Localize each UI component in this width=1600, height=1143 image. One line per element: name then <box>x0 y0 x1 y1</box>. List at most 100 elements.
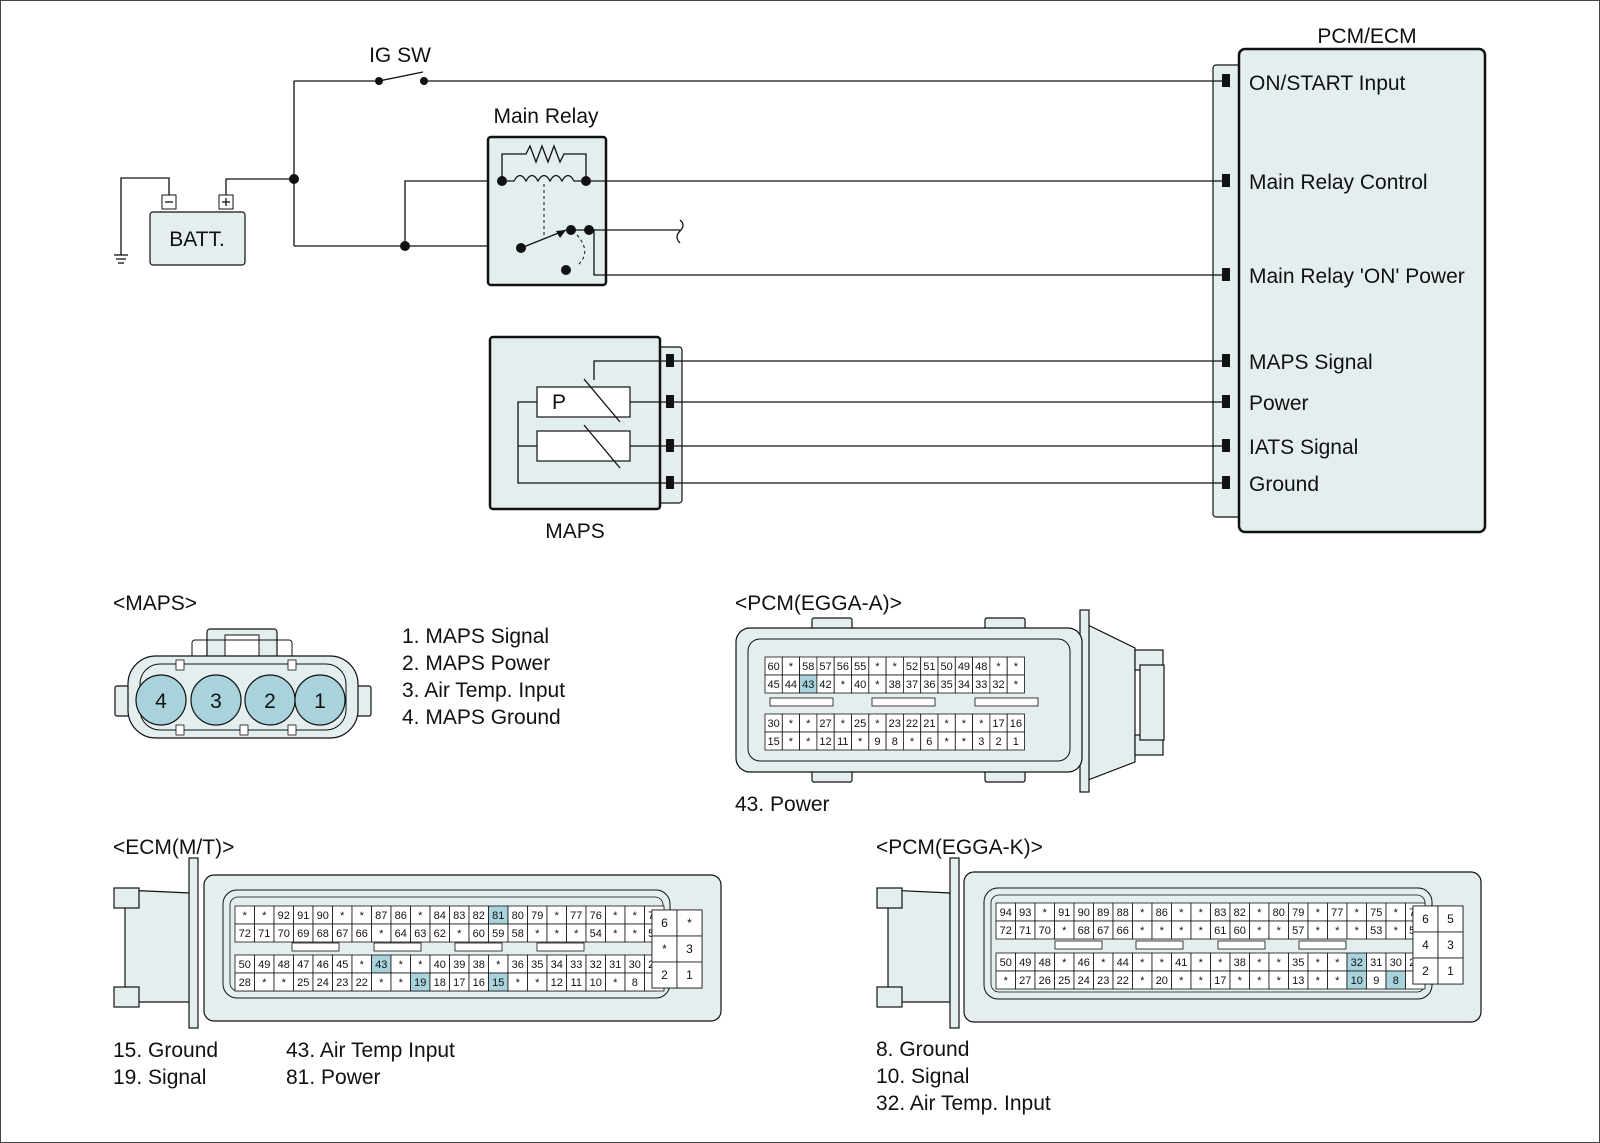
svg-text:*: * <box>613 977 618 989</box>
svg-text:49: 49 <box>258 959 270 971</box>
egga-k-pin-cell: * <box>1171 970 1192 990</box>
egga-k-side-pin: 6 <box>1412 905 1439 933</box>
egga-k-pin-cell: 25 <box>1054 970 1075 990</box>
svg-text:*: * <box>379 977 384 989</box>
egga-k-pin-cell: 86 <box>1151 902 1172 922</box>
svg-text:43: 43 <box>802 679 814 691</box>
svg-text:*: * <box>1257 957 1262 969</box>
pcm-pin-power: Power <box>1249 392 1309 415</box>
svg-text:88: 88 <box>1117 907 1129 919</box>
egga-k-pin-cell: * <box>1346 902 1367 922</box>
svg-text:93: 93 <box>1019 907 1031 919</box>
svg-text:30: 30 <box>1390 957 1402 969</box>
ecm-mt-pin-cell: 47 <box>293 954 314 974</box>
maps-pin-4: 4 <box>155 690 167 713</box>
svg-text:34: 34 <box>551 959 563 971</box>
egga-k-pin-cell: * <box>1151 920 1172 940</box>
ecm-mt-pin-cell: 92 <box>273 905 294 925</box>
svg-text:22: 22 <box>1117 975 1129 987</box>
svg-text:42: 42 <box>819 679 831 691</box>
egga-a-legend-item: 43. Power <box>735 793 830 816</box>
egga-k-pin-cell: * <box>1132 902 1153 922</box>
svg-text:3: 3 <box>686 942 693 956</box>
svg-text:*: * <box>1277 957 1282 969</box>
svg-text:34: 34 <box>958 679 970 691</box>
egga-a-pin-cell: * <box>1006 674 1025 694</box>
egga-a-pin-cell: * <box>868 713 887 733</box>
svg-text:*: * <box>360 910 365 922</box>
svg-text:*: * <box>893 661 898 673</box>
ecm-mt-pin-cell: 66 <box>351 923 372 943</box>
svg-text:50: 50 <box>941 661 953 673</box>
ecm-mt-pin-cell: 76 <box>585 905 606 925</box>
svg-text:19: 19 <box>414 977 426 989</box>
svg-text:6: 6 <box>926 736 932 748</box>
egga-k-pin-cell: 46 <box>1073 952 1094 972</box>
egga-a-pin-cell: 27 <box>816 713 835 733</box>
svg-text:27: 27 <box>819 718 831 730</box>
egga-a-pin-cell: 1 <box>1006 731 1025 751</box>
egga-k-pin-cell: 20 <box>1151 970 1172 990</box>
egga-a-pin-cell: 44 <box>781 674 800 694</box>
svg-text:25: 25 <box>297 977 309 989</box>
ecm-mt-legend-item: 15. Ground <box>113 1039 218 1062</box>
ecm-mt-pin-cell: * <box>234 905 255 925</box>
svg-text:70: 70 <box>278 928 290 940</box>
egga-k-pin-cell: 17 <box>1210 970 1231 990</box>
ecm-mt-pin-cell: * <box>371 972 392 992</box>
ecm-mt-pin-cell: 70 <box>273 923 294 943</box>
svg-text:2: 2 <box>995 736 1001 748</box>
egga-a-pin-cell: * <box>781 656 800 676</box>
egga-k-pin-cell: * <box>1171 920 1192 940</box>
ecm-mt-pin-grid: **929190**8786*848382818079*7776**737271… <box>234 905 665 992</box>
svg-text:48: 48 <box>1039 957 1051 969</box>
svg-text:*: * <box>1062 957 1067 969</box>
svg-text:*: * <box>979 718 984 730</box>
maps-pin-1: 1 <box>314 690 326 713</box>
maps-label: MAPS <box>545 520 605 543</box>
svg-text:15: 15 <box>768 736 780 748</box>
egga-k-side-pin: 4 <box>1412 931 1439 959</box>
battery: BATT. <box>149 194 246 266</box>
svg-text:21: 21 <box>923 718 935 730</box>
ecm-mt-pin-cell: 82 <box>468 905 489 925</box>
svg-text:51: 51 <box>923 661 935 673</box>
ecm-mt-pin-cell: 24 <box>312 972 333 992</box>
egga-a-pin-cell: 25 <box>851 713 870 733</box>
pressure-element-label: P <box>552 391 566 414</box>
svg-text:22: 22 <box>906 718 918 730</box>
ecm-mt-pin-cell: 81 <box>488 905 509 925</box>
ecm-mt-pin-cell: 59 <box>488 923 509 943</box>
egga-k-pin-cell: * <box>995 970 1016 990</box>
svg-text:*: * <box>555 928 560 940</box>
ecm-mt-pin-cell: * <box>546 905 567 925</box>
svg-text:*: * <box>1257 907 1262 919</box>
svg-text:71: 71 <box>1019 925 1031 937</box>
ecm-mt-side-pin: 2 <box>651 961 678 989</box>
egga-k-pin-cell: 57 <box>1288 920 1309 940</box>
svg-text:49: 49 <box>958 661 970 673</box>
ecm-mt-pin-cell: 22 <box>351 972 372 992</box>
egga-k-pin-cell: * <box>1190 902 1211 922</box>
svg-text:*: * <box>1160 925 1165 937</box>
ecm-mt-side-pin: 6 <box>651 909 678 937</box>
egga-k-pin-cell: 30 <box>1385 952 1406 972</box>
svg-text:*: * <box>789 736 794 748</box>
egga-k-pin-cell: * <box>1190 952 1211 972</box>
egga-k-pin-cell: * <box>1210 952 1231 972</box>
ecm-mt-pin-cell: 58 <box>507 923 528 943</box>
svg-text:*: * <box>379 928 384 940</box>
svg-text:40: 40 <box>854 679 866 691</box>
ecm-mt-pin-cell: 50 <box>234 954 255 974</box>
svg-text:8: 8 <box>892 736 898 748</box>
svg-text:64: 64 <box>395 928 407 940</box>
svg-text:68: 68 <box>1078 925 1090 937</box>
egga-k-pin-cell: 91 <box>1054 902 1075 922</box>
svg-text:*: * <box>496 959 501 971</box>
egga-k-pin-cell: 75 <box>1366 902 1387 922</box>
svg-text:*: * <box>806 736 811 748</box>
egga-a-pin-cell: * <box>972 713 991 733</box>
